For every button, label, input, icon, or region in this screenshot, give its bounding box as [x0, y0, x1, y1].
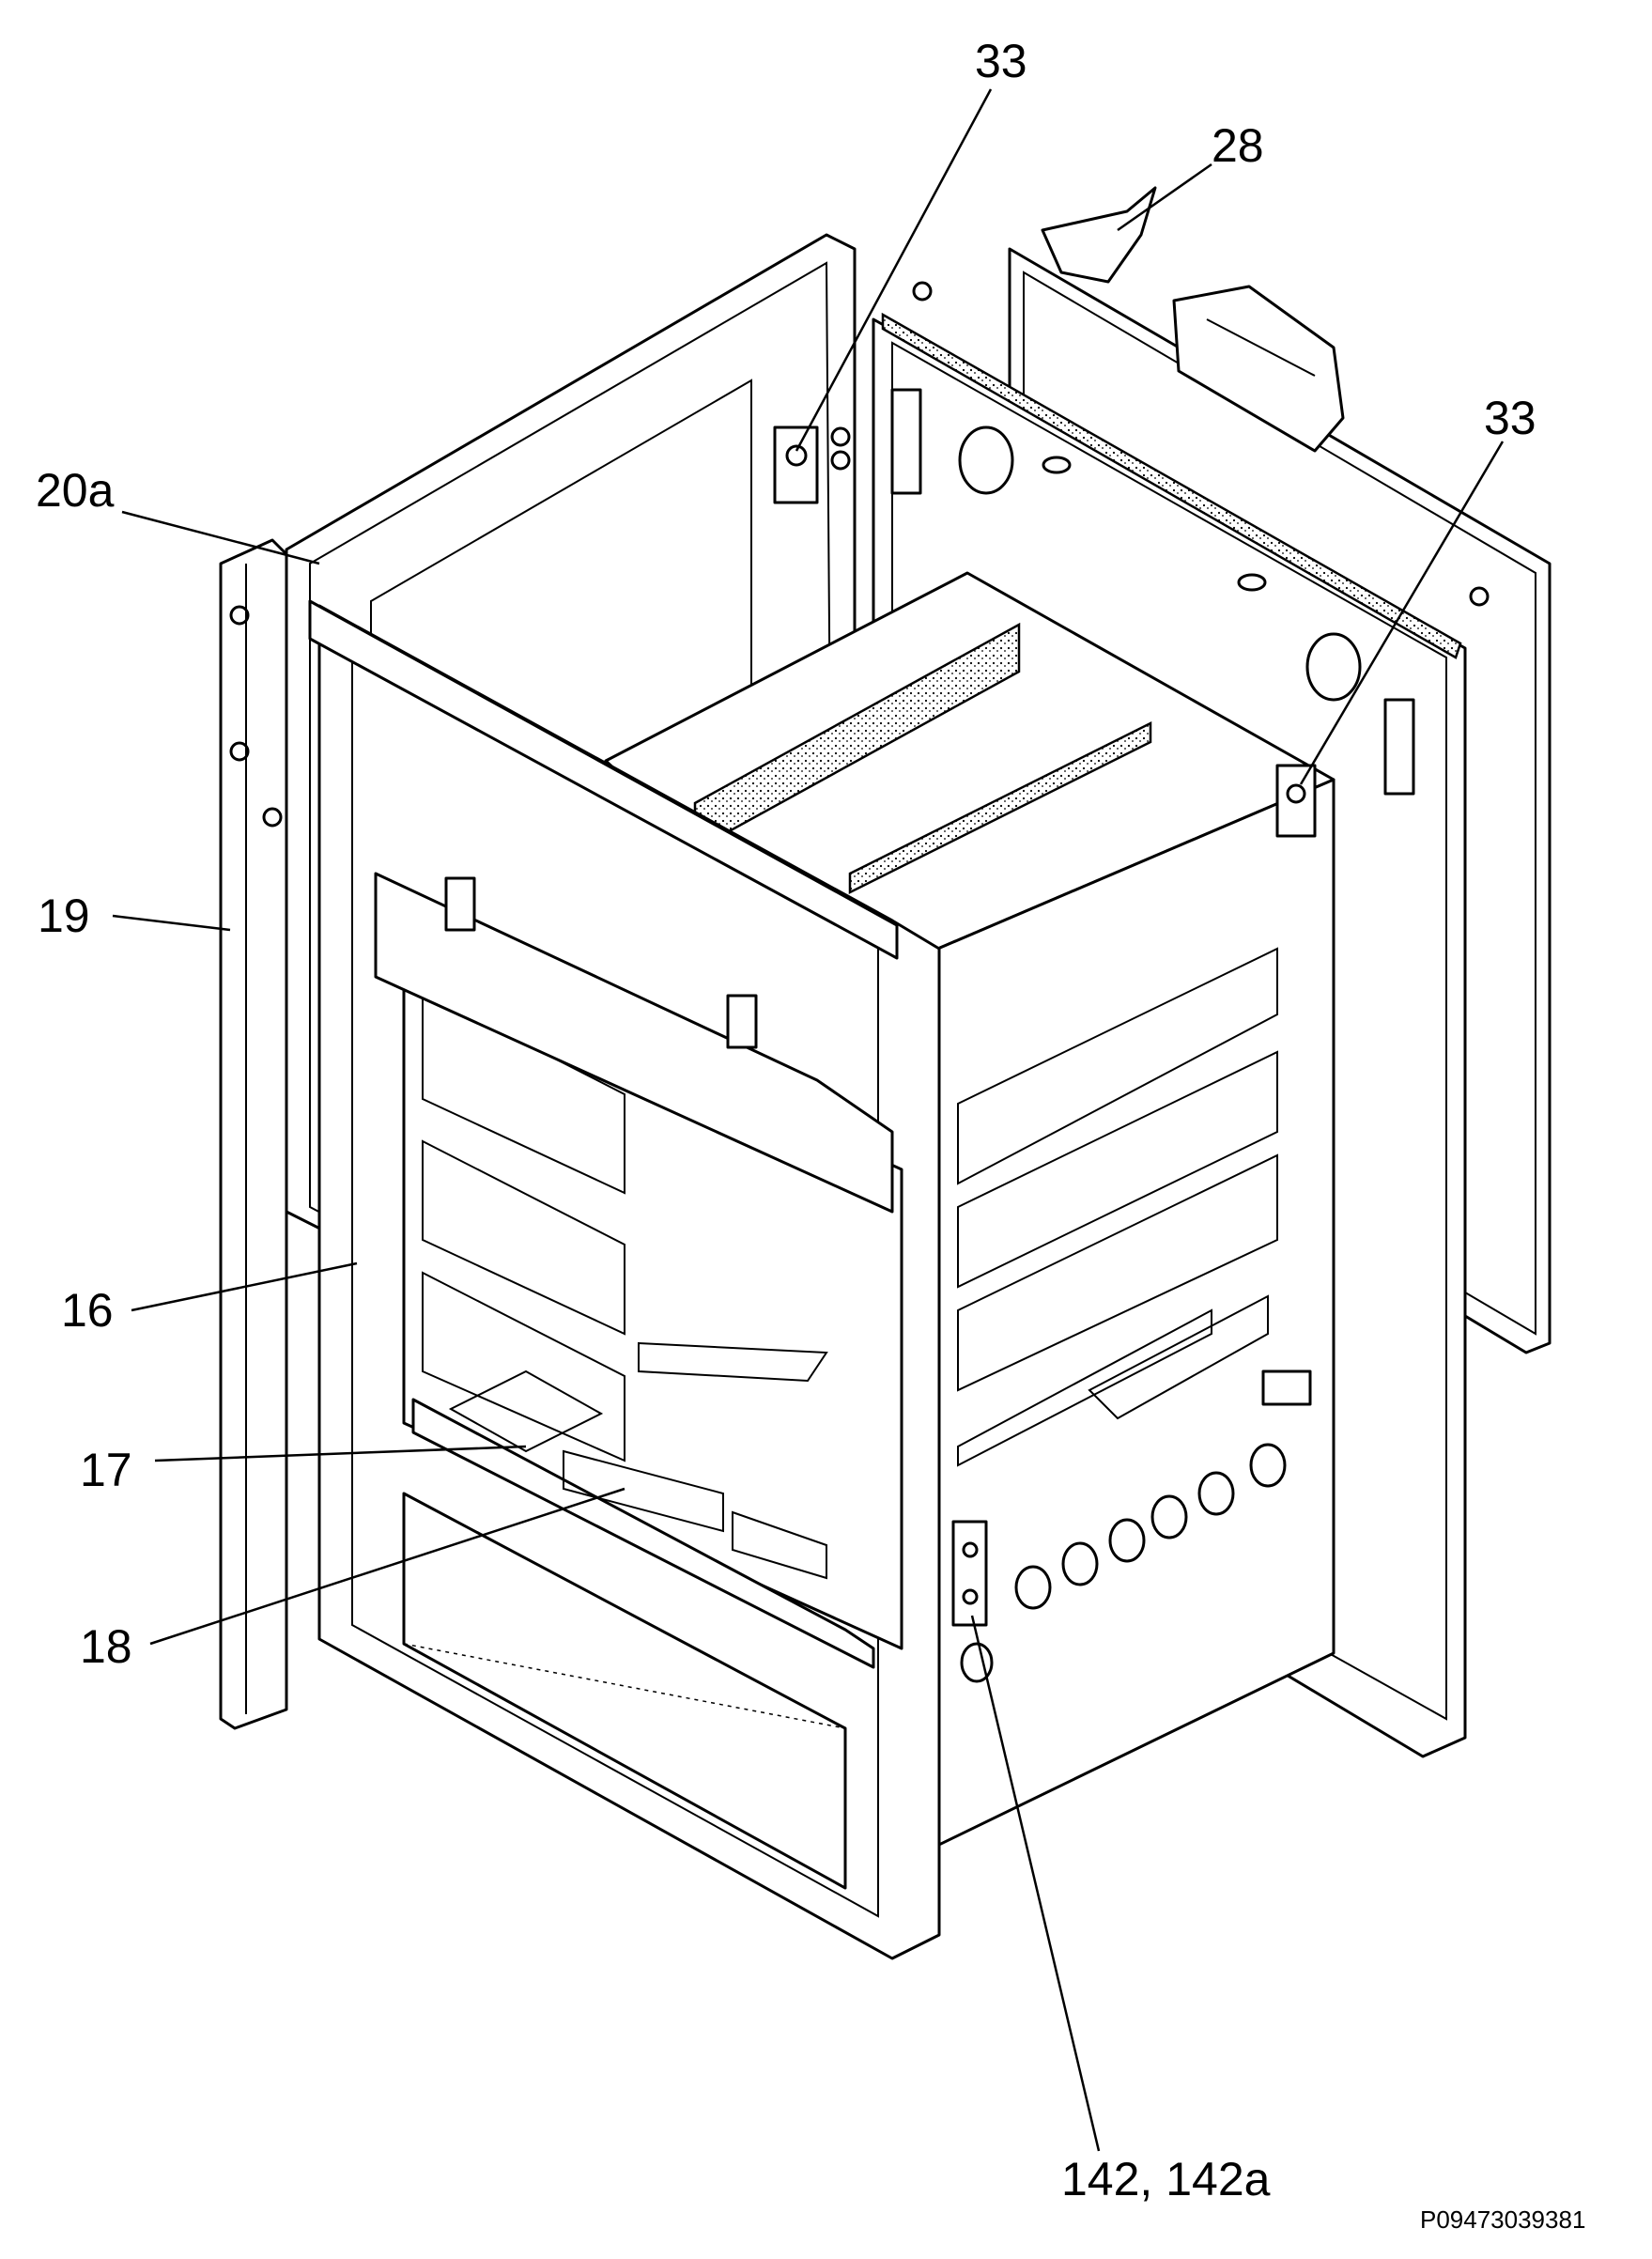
leader-33-top [795, 88, 993, 452]
leader-lines [112, 88, 1505, 2152]
hinge-bracket-33-right [1275, 764, 1317, 838]
leader-18 [149, 1487, 625, 1646]
leader-142 [970, 1615, 1101, 2152]
burner-holes [1014, 1443, 1287, 1610]
leader-28 [1117, 162, 1212, 232]
slide-plate-18 [563, 1449, 827, 1580]
hinge-bracket-33-top [773, 425, 851, 504]
callout-142-142a: 142, 142a [1061, 2153, 1271, 2205]
callout-33-top: 33 [975, 35, 1027, 87]
screws [229, 281, 1490, 828]
leader-20a [121, 510, 320, 565]
callout-16: 16 [61, 1284, 114, 1337]
leader-33-right [1299, 441, 1505, 785]
callout-19: 19 [38, 890, 90, 942]
hinge-part-142 [951, 1520, 988, 1627]
door-hinge-mounts [444, 876, 1312, 1406]
leader-19 [112, 914, 231, 932]
leader-17 [154, 1445, 527, 1462]
drawing-code: P09473039381 [1420, 2205, 1586, 2234]
bottom-tray-17 [411, 1369, 875, 1669]
top-bracket-28 [1041, 186, 1345, 453]
callout-18: 18 [80, 1620, 132, 1673]
left-strip-19 [219, 538, 288, 1730]
callout-17: 17 [80, 1444, 132, 1496]
callout-20a: 20a [36, 464, 115, 517]
leader-16 [131, 1261, 358, 1312]
callout-28: 28 [1212, 119, 1264, 172]
callout-33-right: 33 [1484, 392, 1536, 444]
